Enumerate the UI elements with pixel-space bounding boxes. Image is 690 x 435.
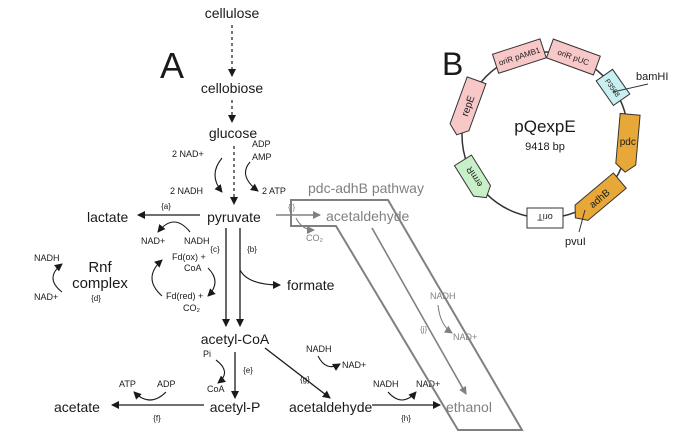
cofactor-pta-coa: CoA	[207, 384, 225, 394]
cofactor-g-nad: NAD+	[342, 360, 366, 370]
cofactor-fd-ox: Fd(ox) +	[172, 252, 206, 262]
arc-h-nadh	[387, 391, 417, 401]
metabolite-glucose: glucose	[209, 125, 257, 141]
cofactor-adp: ADP	[252, 139, 271, 149]
reaction-j: {j}	[420, 325, 427, 334]
feature-repe: repE	[449, 76, 487, 136]
metabolite-acetate: acetate	[54, 399, 100, 415]
panel-a-label: A	[160, 45, 184, 86]
cofactor-amp: AMP	[252, 152, 272, 162]
cofactor-pi: Pi	[203, 349, 211, 359]
cofactor-lactate-nadh: NADH	[184, 236, 210, 246]
pathway-co2: CO₂	[306, 233, 324, 243]
reaction-h: {h}	[401, 414, 411, 423]
pdc-adhb-pathway: pdc-adhB pathway acetaldehyde ethanol {i…	[276, 180, 524, 431]
panel-a: A cellulose cellobiose glucose pyruvate …	[34, 5, 441, 423]
arrow-formate	[239, 269, 281, 289]
metabolite-lactate: lactate	[87, 209, 128, 225]
feature-ori-puc: oriR pUC	[545, 38, 601, 76]
metabolite-pyruvate: pyruvate	[207, 209, 261, 225]
pathway-nadh: NADH	[430, 291, 456, 301]
pathway-ethanol: ethanol	[446, 399, 492, 415]
cofactor-rnf-nad: NAD+	[34, 292, 58, 302]
metabolite-acetyl-p: acetyl-P	[210, 399, 261, 415]
metabolite-cellulose: cellulose	[205, 5, 260, 21]
feature-orit: oriT	[526, 207, 564, 229]
site-bamhi: bamHI	[636, 71, 668, 83]
reaction-c: {c}	[210, 245, 220, 254]
arc-fd-reoxidation	[151, 259, 163, 297]
pathway-nad: NAD+	[453, 332, 477, 342]
metabolite-formate: formate	[287, 277, 335, 293]
panel-b: B pQexpE 9418 bp oriR pAMB1 oriR pUC P35…	[442, 38, 668, 248]
site-pvui-line	[578, 209, 586, 233]
feature-ermr: ermR	[453, 154, 492, 199]
feature-pdc: pdc	[615, 112, 641, 173]
site-bamhi-line	[612, 83, 649, 93]
arc-rnf	[52, 263, 63, 293]
reaction-i: {i}	[288, 203, 295, 212]
reaction-f: {f}	[153, 414, 161, 423]
cofactor-fd-ox-coa: CoA	[184, 263, 202, 273]
arc-adhb-nadh	[437, 304, 453, 334]
metabolite-cellobiose: cellobiose	[201, 80, 263, 96]
svg-text:oriT: oriT	[537, 212, 553, 222]
cofactor-adp-ack: ADP	[157, 379, 176, 389]
cofactor-lactate-nad: NAD+	[141, 236, 165, 246]
cofactor-rnf-nadh: NADH	[34, 253, 60, 263]
pathway-acetaldehyde: acetaldehyde	[326, 208, 410, 224]
cofactor-2-nadh: 2 NADH	[170, 186, 203, 196]
cofactor-atp: ATP	[119, 379, 136, 389]
feature-adhb: adhB	[574, 172, 627, 221]
reaction-d: {d}	[91, 294, 101, 303]
arrow-acetaldehyde-ethanol-adhb	[371, 227, 467, 395]
arrow-acetylcoa-acetaldehyde	[264, 347, 331, 399]
cofactor-g-nadh: NADH	[306, 344, 332, 354]
cofactor-fd-red-co2: CO₂	[183, 303, 201, 313]
pathway-outline	[290, 199, 524, 431]
rnf-label-line1: Rnf	[88, 259, 112, 276]
pathway-title: pdc-adhB pathway	[308, 180, 424, 196]
reaction-e: {e}	[243, 366, 253, 375]
cofactor-h-nadh: NADH	[373, 379, 399, 389]
cofactor-2-nad: 2 NAD+	[172, 149, 204, 159]
panel-b-label: B	[442, 46, 463, 82]
arc-nad-nadh	[214, 157, 223, 193]
arc-adp-atp-ack	[133, 391, 167, 401]
cofactor-2-atp: 2 ATP	[262, 186, 286, 196]
arc-g-nadh	[317, 355, 341, 371]
cofactor-h-nad: NAD+	[416, 379, 440, 389]
site-pvui: pvuI	[565, 236, 586, 248]
cofactor-fd-red: Fd(red) +	[166, 291, 203, 301]
reaction-g: {g}	[300, 375, 310, 384]
feature-p3568: P3568	[595, 68, 631, 107]
plasmid-name: pQexpE	[514, 117, 575, 136]
arc-lactate-nadh	[157, 221, 191, 233]
arc-co2-release	[295, 217, 315, 234]
svg-text:pdc: pdc	[620, 137, 636, 148]
rnf-label-line2: complex	[72, 275, 128, 292]
plasmid-size: 9418 bp	[525, 141, 565, 153]
reaction-b: {b}	[247, 245, 257, 254]
reaction-a: {a}	[161, 202, 171, 211]
arc-pi-coa	[215, 359, 226, 384]
metabolite-acetaldehyde: acetaldehyde	[289, 399, 373, 415]
metabolite-acetyl-coa: acetyl-CoA	[201, 331, 270, 347]
arc-adp-atp	[244, 161, 259, 192]
arc-fd-reduction	[207, 267, 216, 297]
feature-ori-pamb1: oriR pAMB1	[491, 38, 547, 74]
